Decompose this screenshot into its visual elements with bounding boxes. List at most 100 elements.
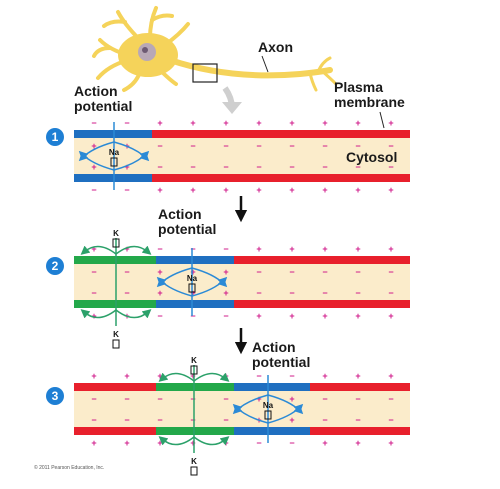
k-arrow xyxy=(115,309,152,319)
charge-outside: + xyxy=(256,244,261,254)
charge-outside: − xyxy=(289,371,294,381)
neuron-illustration xyxy=(92,6,338,114)
axon-leader-line xyxy=(261,55,269,73)
charge-inside: − xyxy=(355,162,360,172)
na-arrow xyxy=(267,403,304,424)
k-arrow xyxy=(115,245,152,255)
charge-outside: + xyxy=(124,244,129,254)
charge-inside: − xyxy=(322,162,327,172)
charge-inside: − xyxy=(223,141,228,151)
charge-outside: + xyxy=(322,311,327,321)
charge-inside: − xyxy=(256,267,261,277)
charge-inside: − xyxy=(388,288,393,298)
charge-inside: − xyxy=(388,267,393,277)
charge-inside: − xyxy=(91,267,96,277)
charge-inside: − xyxy=(355,415,360,425)
charge-inside: − xyxy=(289,141,294,151)
k-ion-glyph xyxy=(112,238,120,248)
membrane-segment-bottom xyxy=(234,427,310,435)
charge-outside: + xyxy=(388,185,393,195)
charge-outside: + xyxy=(223,185,228,195)
charge-inside: − xyxy=(388,162,393,172)
membrane-segment-bottom xyxy=(234,300,410,308)
k-arrow xyxy=(158,436,195,446)
membrane-segment-top xyxy=(74,256,156,264)
charge-inside: − xyxy=(289,288,294,298)
charge-outside: + xyxy=(289,244,294,254)
charge-inside: + xyxy=(124,162,129,172)
charge-inside: + xyxy=(289,394,294,404)
charge-outside: − xyxy=(190,311,195,321)
charge-inside: − xyxy=(124,415,129,425)
na-label: Na xyxy=(263,401,274,410)
step-number: 1 xyxy=(52,130,59,144)
k-arrow xyxy=(80,309,117,319)
charge-inside: − xyxy=(157,162,162,172)
charge-outside: − xyxy=(190,244,195,254)
charge-outside: + xyxy=(124,371,129,381)
charge-outside: − xyxy=(157,311,162,321)
charge-outside: + xyxy=(190,118,195,128)
na-arrow xyxy=(191,276,228,297)
membrane-segment-bottom xyxy=(152,174,410,182)
membrane-segment-bottom xyxy=(156,300,234,308)
charge-inside: − xyxy=(190,141,195,151)
charge-outside: + xyxy=(157,185,162,195)
charge-inside: − xyxy=(355,267,360,277)
copyright-note: © 2011 Pearson Education, Inc. xyxy=(34,465,105,471)
charge-outside: + xyxy=(256,185,261,195)
membrane-segment-top xyxy=(310,383,410,391)
charge-outside: + xyxy=(190,185,195,195)
charge-inside: + xyxy=(289,415,294,425)
membrane-segment-bottom xyxy=(310,427,410,435)
na-ion-glyph xyxy=(264,410,272,420)
charge-inside: − xyxy=(124,288,129,298)
charge-outside: − xyxy=(256,438,261,448)
charge-outside: + xyxy=(388,244,393,254)
k-arrow xyxy=(193,436,230,446)
k-label: K xyxy=(113,229,119,238)
charge-outside: − xyxy=(256,371,261,381)
charge-outside: + xyxy=(355,118,360,128)
k-arrow xyxy=(80,245,117,255)
charge-inside: − xyxy=(91,415,96,425)
step-badge xyxy=(46,387,64,405)
charge-outside: + xyxy=(289,118,294,128)
charge-inside: + xyxy=(157,267,162,277)
charge-outside: + xyxy=(223,371,228,381)
na-arrow xyxy=(78,150,115,171)
charge-outside: + xyxy=(157,371,162,381)
charge-inside: − xyxy=(223,162,228,172)
charge-inside: − xyxy=(157,415,162,425)
na-arrow xyxy=(156,276,193,297)
charge-outside: + xyxy=(190,371,195,381)
charge-outside: + xyxy=(322,118,327,128)
charge-inside: + xyxy=(91,141,96,151)
charge-inside: − xyxy=(223,415,228,425)
axon-panels: 1 − − + + − − + + + + − − + + − − + + − − + + − − + + − − + + − − + + − − + + −… xyxy=(46,118,410,476)
charge-inside: − xyxy=(289,267,294,277)
charge-outside: + xyxy=(91,371,96,381)
charge-inside: − xyxy=(289,162,294,172)
charge-outside: − xyxy=(289,438,294,448)
charge-inside: + xyxy=(256,394,261,404)
membrane-segment-top xyxy=(156,383,234,391)
charge-outside: + xyxy=(355,438,360,448)
charge-outside: + xyxy=(289,185,294,195)
charge-inside: − xyxy=(124,267,129,277)
charge-inside: − xyxy=(322,288,327,298)
charge-outside: + xyxy=(190,438,195,448)
charge-outside: − xyxy=(124,118,129,128)
charge-outside: + xyxy=(388,438,393,448)
action-potential-label-2: Action potential xyxy=(158,206,217,237)
k-arrow xyxy=(158,372,195,382)
zoom-arrowhead xyxy=(222,102,242,114)
charge-inside: − xyxy=(190,394,195,404)
charge-inside: − xyxy=(256,288,261,298)
cytosol-band xyxy=(74,138,410,174)
charge-inside: + xyxy=(223,267,228,277)
membrane-segment-bottom xyxy=(156,427,234,435)
charge-outside: + xyxy=(322,438,327,448)
